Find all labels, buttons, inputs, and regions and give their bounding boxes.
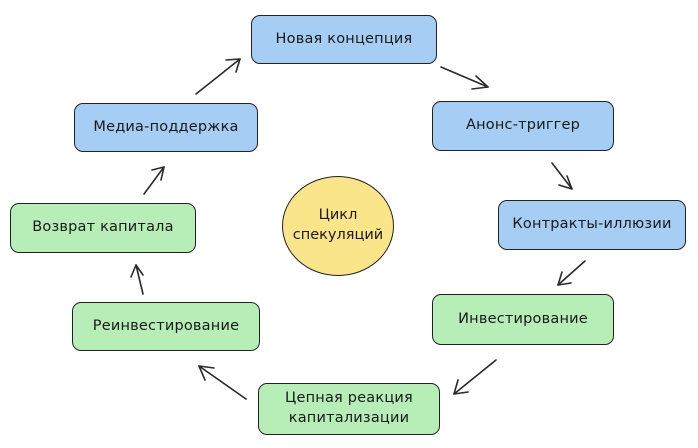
- arrow-investing-to-chain: [453, 359, 497, 395]
- node-new-concept: Новая концепция: [251, 15, 437, 64]
- node-chain-reaction-line-2: капитализации: [288, 410, 410, 426]
- node-reinvesting-label: Реинвестирование: [92, 317, 240, 334]
- node-contract-illusions-label: Контракты-иллюзии: [512, 216, 672, 233]
- arrow-chain-to-reinvest: [198, 365, 247, 400]
- node-media-support: Медиа-поддержка: [74, 103, 258, 152]
- node-reinvesting: Реинвестирование: [72, 302, 260, 351]
- node-contract-illusions: Контракты-иллюзии: [498, 200, 686, 250]
- center-line-1: Цикл: [318, 207, 358, 224]
- arrow-contracts-to-investing: [557, 260, 586, 286]
- node-chain-reaction-line-1: Цепная реакция: [285, 390, 413, 407]
- arrow-reinvest-to-return: [130, 264, 144, 295]
- node-new-concept-label: Новая концепция: [275, 30, 413, 47]
- node-media-support-label: Медиа-поддержка: [93, 118, 239, 135]
- node-investing-label: Инвестирование: [458, 310, 588, 327]
- center-line-2: спекуляций: [292, 227, 384, 243]
- node-announce-trigger-label: Анонс-триггер: [466, 117, 580, 134]
- arrow-media-to-concept: [195, 58, 241, 95]
- arrow-announce-to-contracts: [551, 162, 573, 190]
- node-capital-return: Возврат капитала: [10, 203, 196, 253]
- node-capital-return-label: Возврат капитала: [32, 219, 174, 236]
- node-chain-reaction: Цепная реакция капитализации: [258, 383, 440, 435]
- arrow-return-to-media: [143, 166, 165, 195]
- node-announce-trigger: Анонс-триггер: [432, 101, 614, 151]
- node-investing: Инвестирование: [432, 294, 614, 345]
- arrow-concept-to-announce: [440, 66, 489, 90]
- center-cycle-circle: Цикл спекуляций: [282, 176, 394, 276]
